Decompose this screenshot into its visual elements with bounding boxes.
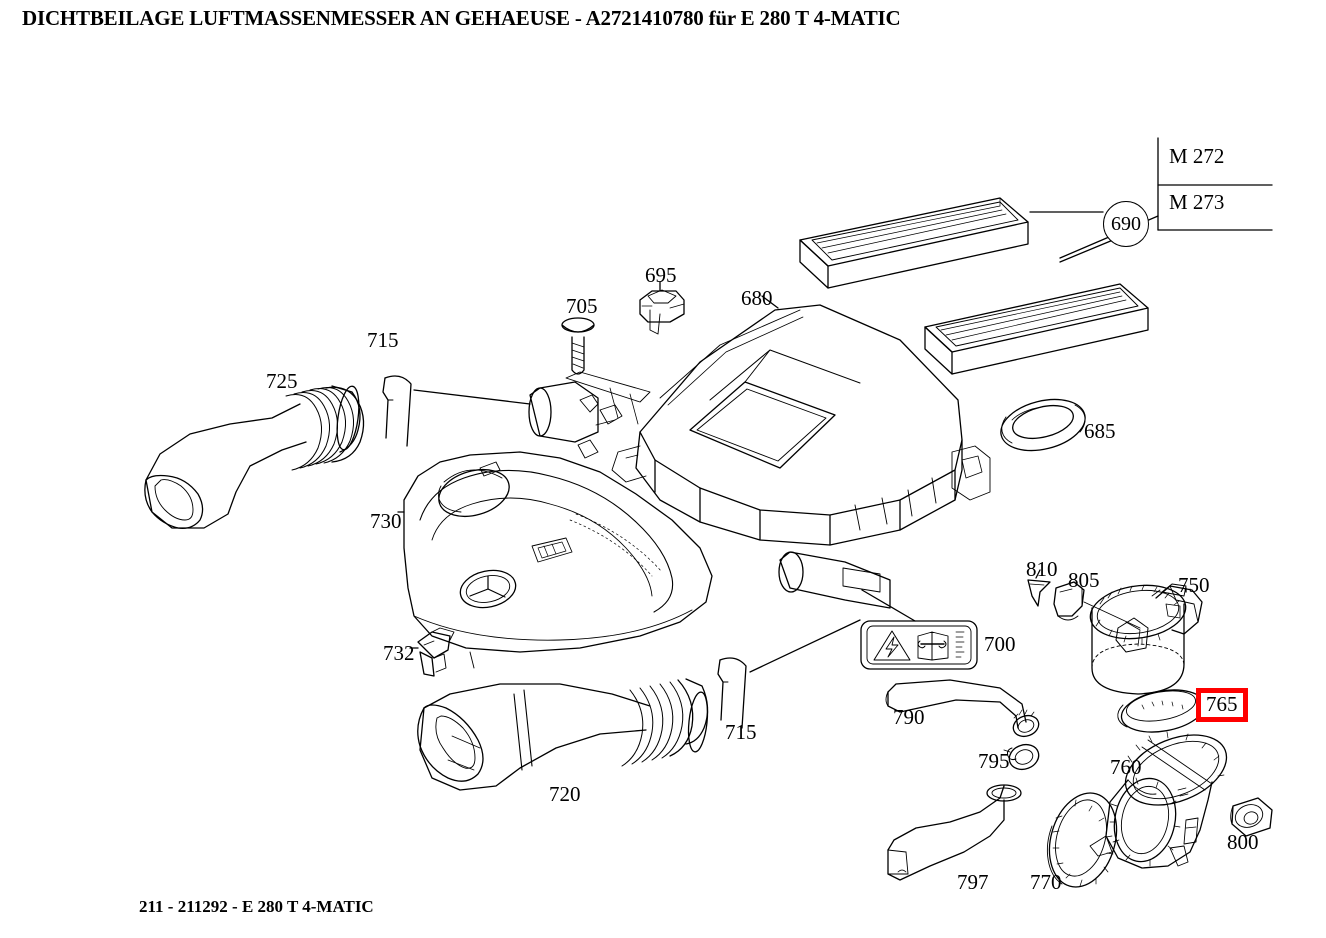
callout-760[interactable]: 760 [1110,755,1142,779]
air-filter-element-lower [924,283,1149,375]
air-duct-720 [417,678,709,791]
gasket-765 [1117,689,1207,733]
callout-730[interactable]: 730 [370,509,402,533]
hose-790 [885,679,1040,738]
screw-705 [561,317,595,375]
clamp-715-upper [382,375,412,447]
clip-695 [639,289,685,335]
circle-callout-690[interactable]: 690 [1103,201,1149,247]
leader-680 [761,295,779,309]
callout-770[interactable]: 770 [1030,870,1062,894]
leader-715-upper [413,389,531,405]
engine-code-m272: M 272 [1169,144,1225,168]
engine-code-table-lines [1059,137,1273,259]
leader-810 [1035,569,1041,579]
bushing-800 [1230,797,1273,837]
callout-680[interactable]: 680 [741,286,773,310]
callout-685[interactable]: 685 [1084,419,1116,443]
warning-label-700 [860,589,978,670]
callout-790[interactable]: 790 [893,705,925,729]
page-footer: 211 - 211292 - E 280 T 4-MATIC [139,897,374,916]
air-box-housing-680 [528,304,991,609]
callout-810[interactable]: 810 [1026,557,1058,581]
callout-765-highlighted[interactable]: 765 [1196,688,1248,722]
callout-732[interactable]: 732 [383,641,415,665]
callout-795[interactable]: 795 [978,749,1010,773]
callout-715-lower[interactable]: 715 [725,720,757,744]
callout-720[interactable]: 720 [549,782,581,806]
leader-715-lower-2 [640,620,860,660]
page-title: DICHTBEILAGE LUFTMASSENMESSER AN GEHAEUS… [22,6,901,30]
air-filter-element-upper [799,197,1029,289]
sensor-805 [1053,581,1085,621]
callout-800[interactable]: 800 [1227,830,1259,854]
callout-705[interactable]: 705 [566,294,598,318]
clamp-795 [1003,743,1040,771]
callout-700[interactable]: 700 [984,632,1016,656]
callout-797[interactable]: 797 [957,870,989,894]
callout-695[interactable]: 695 [645,263,677,287]
engine-cover-730 [403,451,713,669]
hose-797 [887,784,1022,881]
callout-725[interactable]: 725 [266,369,298,393]
callout-690-leaders [1029,211,1114,263]
leader-715-lower [749,619,861,673]
clip-810 [1027,579,1051,607]
callout-805[interactable]: 805 [1068,568,1100,592]
clip-732 [417,627,455,677]
air-duct-725 [144,385,365,529]
engine-code-m273: M 273 [1169,190,1225,214]
seal-ring-770 [1047,792,1118,888]
maf-housing-750 [1089,583,1203,695]
callout-750[interactable]: 750 [1178,573,1210,597]
circle-callout-690-label: 690 [1111,212,1141,235]
callout-715-upper[interactable]: 715 [367,328,399,352]
oring-685 [1000,398,1086,452]
clamp-715-lower [717,657,747,729]
intake-elbow-760 [1089,731,1228,869]
